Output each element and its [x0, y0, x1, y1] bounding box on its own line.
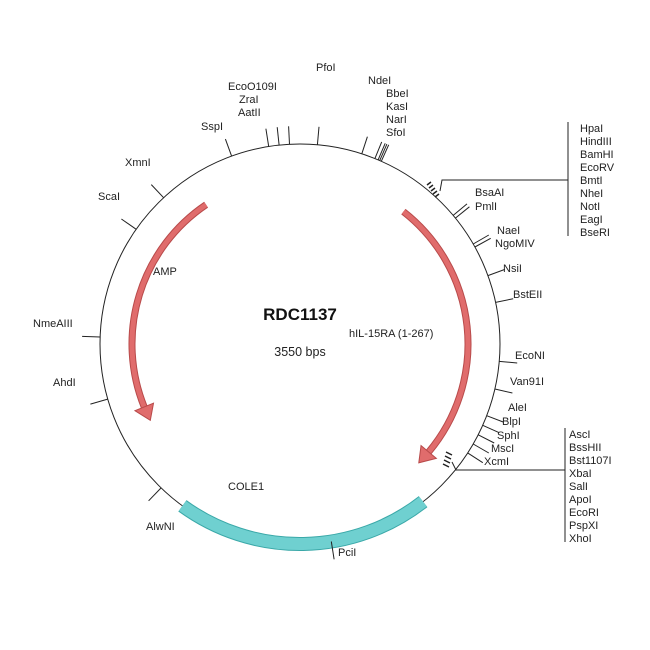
mcs2-site-6: EcoRI: [569, 507, 599, 519]
mcs1-site-5: NheI: [580, 188, 603, 200]
feature-label-amp: AMP: [153, 266, 177, 278]
mcs1-site-0: HpaI: [580, 123, 603, 135]
site-tick-scai: [121, 218, 137, 230]
site-tick-pmli: [455, 206, 470, 219]
site-tick-naei: [472, 234, 490, 245]
site-tick-kasi: [377, 143, 386, 161]
site-label-xmni: XmnI: [125, 157, 151, 169]
mcs2-leader: [451, 461, 565, 471]
feature-insert-arrow: [401, 208, 472, 464]
site-label-blpi: BlpI: [502, 416, 521, 428]
ticks-layer: [82, 126, 518, 560]
site-tick-aatii: [265, 128, 270, 147]
site-label-pcii: PciI: [338, 547, 356, 559]
mcs2-site-4: SalI: [569, 481, 588, 493]
site-label-pfoi: PfoI: [316, 62, 336, 74]
features-layer: [128, 201, 472, 551]
site-tick-xcmi: [467, 452, 484, 464]
mcs2-site-1: BssHII: [569, 442, 601, 454]
site-tick-pcii: [330, 541, 335, 560]
site-label-bsaai: BsaAI: [475, 187, 504, 199]
plasmid-name: RDC1137: [263, 305, 337, 324]
site-tick-ndei: [361, 136, 368, 154]
feature-ori: [178, 496, 427, 550]
site-tick-zrai: [276, 127, 280, 146]
site-label-nsii: NsiI: [503, 263, 522, 275]
site-tick-bsaai: [452, 203, 468, 216]
site-label-aatii: AatII: [238, 107, 261, 119]
mcs1-site-3: EcoRV: [580, 162, 615, 174]
feature-label-ori: COLE1: [228, 481, 264, 493]
site-label-sphi: SphI: [497, 430, 520, 442]
site-tick-xmni: [150, 184, 164, 199]
plasmid-backbone: [99, 143, 501, 545]
site-label-zrai: ZraI: [239, 94, 259, 106]
site-tick-nsii: [487, 268, 506, 277]
site-label-nari: NarI: [386, 114, 407, 126]
site-label-ahdi: AhdI: [53, 377, 76, 389]
mcs1-site-1: HindIII: [580, 136, 612, 148]
site-label-pmli: PmlI: [475, 201, 497, 213]
site-tick-nari: [379, 143, 388, 161]
site-label-scai: ScaI: [98, 191, 120, 203]
site-label-nmeaiii: NmeAIII: [33, 318, 73, 330]
mcs1-group: HpaIHindIIIBamHIEcoRVBmtINheINotIEagIBse…: [426, 122, 615, 239]
site-tick-sspi: [224, 138, 233, 157]
site-label-kasi: KasI: [386, 101, 408, 113]
site-label-bsteii: BstEII: [513, 289, 542, 301]
site-tick-sfoi: [380, 144, 390, 162]
site-label-bbei: BbeI: [386, 88, 409, 100]
site-tick-econi: [499, 360, 518, 364]
mcs2-site-3: XbaI: [569, 468, 592, 480]
feature-amp-arrow: [128, 201, 209, 422]
site-tick-blpi: [482, 424, 500, 434]
site-tick-sphi: [477, 434, 495, 444]
feature-label-insert: hIL-15RA (1-267): [349, 328, 433, 340]
mcs2-list: AscIBssHIIBst1107IXbaISalIApoIEcoRIPspXI…: [569, 429, 612, 545]
site-tick-van91i: [494, 388, 513, 394]
site-tick-pfoi: [316, 126, 320, 145]
mcs1-site-6: NotI: [580, 201, 600, 213]
mcs1-site-2: BamHI: [580, 149, 614, 161]
site-label-ndei: NdeI: [368, 75, 391, 87]
mcs1-list: HpaIHindIIIBamHIEcoRVBmtINheINotIEagIBse…: [580, 123, 615, 239]
mcs1-site-7: EagI: [580, 214, 603, 226]
site-label-ngomiv: NgoMIV: [495, 238, 535, 250]
site-label-xcmi: XcmI: [484, 456, 509, 468]
plasmid-size: 3550 bps: [274, 345, 325, 359]
site-label-msci: MscI: [491, 443, 514, 455]
site-tick-alei: [486, 415, 504, 423]
mcs2-site-5: ApoI: [569, 494, 592, 506]
site-tick-ahdi: [90, 398, 108, 405]
mcs2-site-7: PspXI: [569, 520, 598, 532]
site-label-econi: EcoNI: [515, 350, 545, 362]
site-tick-nmeaiii: [82, 335, 101, 338]
site-tick-ngomiv: [474, 237, 491, 248]
site-tick-ecoo109i: [288, 126, 290, 145]
site-tick-bbei: [374, 141, 383, 159]
mcs2-marker: [442, 451, 453, 468]
site-tick-bsteii: [495, 298, 514, 303]
mcs1-site-8: BseRI: [580, 227, 610, 239]
site-label-sfoi: SfoI: [386, 127, 406, 139]
site-label-ecoo109i: EcoO109I: [228, 81, 277, 93]
site-label-alwni: AlwNI: [146, 521, 175, 533]
site-tick-msci: [472, 443, 490, 454]
site-tick-alwni: [148, 487, 162, 502]
mcs2-group: AscIBssHIIBst1107IXbaISalIApoIEcoRIPspXI…: [442, 428, 612, 545]
site-label-sspi: SspI: [201, 121, 223, 133]
mcs1-leader: [439, 179, 568, 192]
mcs1-site-4: BmtI: [580, 175, 603, 187]
mcs1-marker: [426, 181, 440, 198]
site-label-alei: AleI: [508, 402, 527, 414]
site-label-naei: NaeI: [497, 225, 520, 237]
mcs2-site-2: Bst1107I: [569, 455, 612, 467]
mcs2-site-0: AscI: [569, 429, 590, 441]
site-label-van91i: Van91I: [510, 376, 544, 388]
mcs2-site-8: XhoI: [569, 533, 592, 545]
